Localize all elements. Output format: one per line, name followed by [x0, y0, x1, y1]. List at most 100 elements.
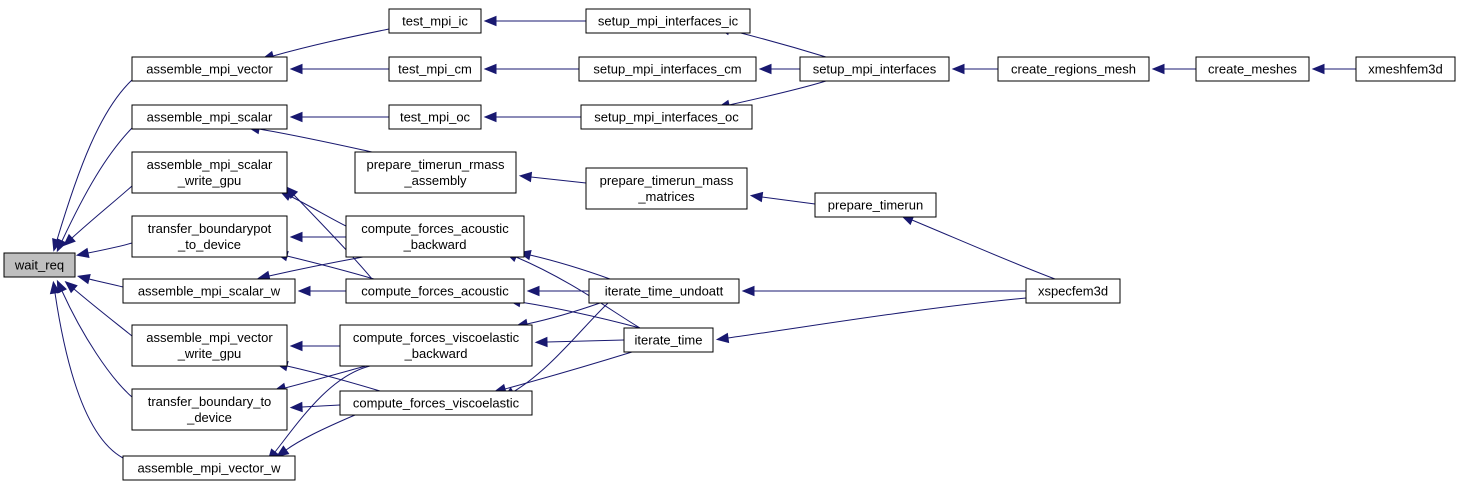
edges-layer — [49, 15, 1356, 462]
node-label: _write_gpu — [177, 346, 242, 361]
node-label: xmeshfem3d — [1368, 62, 1442, 77]
arrowhead — [62, 233, 76, 247]
node-label: iterate_time — [635, 333, 703, 348]
arrowhead — [518, 171, 533, 183]
node-label: setup_mpi_interfaces_oc — [594, 110, 739, 125]
node-box — [585, 167, 748, 210]
node-assemble-mpi-vector-write-gpu[interactable]: assemble_mpi_vector_write_gpu — [131, 324, 288, 367]
nodes-layer: wait_req assemble_mpi_vector assemble_mpi_… — [3, 8, 1456, 481]
node-box — [354, 151, 517, 194]
node-test-mpi-cm[interactable]: test_mpi_cm — [388, 56, 482, 82]
arrowhead — [64, 281, 78, 294]
arrowhead — [75, 247, 90, 259]
node-compute-forces-viscoelastic-backward[interactable]: compute_forces_viscoelastic_backward — [339, 324, 533, 367]
node-iterate-time[interactable]: iterate_time — [623, 327, 714, 353]
node-box — [131, 324, 288, 367]
node-assemble-mpi-scalar[interactable]: assemble_mpi_scalar — [131, 104, 288, 130]
node-label: prepare_timerun_rmass — [366, 157, 505, 172]
node-box — [585, 8, 751, 34]
edge-transfer_boundary_to_device-to-wait_req — [56, 279, 133, 398]
edge-assemble_mpi_vector_w-to-wait_req — [49, 280, 124, 459]
node-prepare-timerun-mass-matrices[interactable]: prepare_timerun_mass_matrices — [585, 167, 748, 210]
node-label: compute_forces_acoustic — [361, 221, 509, 236]
node-label: compute_forces_viscoelastic — [353, 396, 520, 411]
edge-compute_forces_acoustic_backward-to-assemble_mpi_scalar_w — [257, 256, 364, 282]
node-label: assemble_mpi_scalar_w — [138, 284, 281, 299]
node-setup-mpi-interfaces-cm[interactable]: setup_mpi_interfaces_cm — [578, 56, 757, 82]
arrowhead — [483, 15, 497, 27]
node-box — [345, 215, 525, 258]
node-setup-mpi-interfaces-ic[interactable]: setup_mpi_interfaces_ic — [585, 8, 751, 34]
node-box — [339, 390, 533, 416]
arrowhead — [483, 63, 497, 75]
node-label: _backward — [403, 237, 467, 252]
arrowhead — [289, 340, 303, 352]
node-box — [339, 324, 533, 367]
node-assemble-mpi-vector-w[interactable]: assemble_mpi_vector_w — [122, 455, 296, 481]
node-box — [131, 104, 288, 130]
edge-test_mpi_oc-to-assemble_mpi_scalar — [289, 111, 389, 123]
edge-xspecfem3d-to-iterate_time — [715, 297, 1027, 344]
node-create-meshes[interactable]: create_meshes — [1195, 56, 1310, 82]
edge-xspecfem3d-to-iterate_time_undoatt — [741, 285, 1026, 297]
node-label: assemble_mpi_vector_w — [137, 461, 281, 476]
arrowhead — [289, 401, 303, 413]
node-box — [578, 56, 757, 82]
edge-assemble_mpi_scalar_w-to-wait_req — [77, 273, 124, 288]
node-label: test_mpi_ic — [402, 14, 468, 29]
node-box — [799, 56, 950, 82]
arrowhead — [289, 231, 303, 243]
edge-compute_forces_viscoelastic-to-assemble_mpi_vector_w — [275, 414, 356, 458]
node-prepare-timerun[interactable]: prepare_timerun — [814, 192, 937, 218]
edge-setup_mpi_interfaces_ic-to-test_mpi_ic — [483, 15, 586, 27]
node-label: test_mpi_cm — [398, 62, 472, 77]
node-label: wait_req — [14, 258, 64, 273]
edge-assemble_mpi_scalar-to-wait_req — [56, 127, 133, 253]
node-iterate-time-undoatt[interactable]: iterate_time_undoatt — [588, 278, 740, 304]
node-label: test_mpi_oc — [400, 110, 471, 125]
node-prepare-timerun-rmass-assembly[interactable]: prepare_timerun_rmass_assembly — [354, 151, 517, 194]
node-box — [131, 151, 288, 194]
edge-assemble_mpi_vector-to-wait_req — [52, 79, 133, 252]
node-wait-req[interactable]: wait_req — [3, 252, 76, 278]
arrowhead — [749, 191, 764, 203]
node-xmeshfem3d[interactable]: xmeshfem3d — [1355, 56, 1456, 82]
edge-transfer_boundarypot_to_device-to-wait_req — [75, 242, 133, 259]
node-label: transfer_boundarypot — [148, 221, 272, 236]
edge-iterate_time_undoatt-to-compute_forces_acoustic — [526, 285, 589, 297]
node-transfer-boundary-to-device[interactable]: transfer_boundary_to_device — [131, 388, 288, 431]
edge-compute_forces_acoustic-to-assemble_mpi_scalar_write_gpu — [285, 186, 373, 280]
arrowhead — [1151, 63, 1165, 75]
arrowhead — [951, 63, 965, 75]
node-box — [122, 278, 296, 304]
edge-test_mpi_cm-to-assemble_mpi_vector — [289, 63, 389, 75]
node-transfer-boundarypot-to-device[interactable]: transfer_boundarypot_to_device — [131, 215, 288, 258]
edge-compute_forces_acoustic-to-assemble_mpi_scalar_w — [297, 285, 346, 297]
node-setup-mpi-interfaces-oc[interactable]: setup_mpi_interfaces_oc — [580, 104, 753, 130]
node-compute-forces-acoustic[interactable]: compute_forces_acoustic — [345, 278, 525, 304]
node-label: setup_mpi_interfaces — [813, 62, 937, 77]
edge-prepare_timerun_mass_matrices-to-prepare_timerun_rmass_assembly — [518, 171, 587, 184]
node-create-regions-mesh[interactable]: create_regions_mesh — [997, 56, 1150, 82]
node-assemble-mpi-scalar-w[interactable]: assemble_mpi_scalar_w — [122, 278, 296, 304]
node-setup-mpi-interfaces[interactable]: setup_mpi_interfaces — [799, 56, 950, 82]
node-compute-forces-acoustic-backward[interactable]: compute_forces_acoustic_backward — [345, 215, 525, 258]
node-compute-forces-viscoelastic[interactable]: compute_forces_viscoelastic — [339, 390, 533, 416]
node-test-mpi-oc[interactable]: test_mpi_oc — [388, 104, 482, 130]
node-box — [814, 192, 937, 218]
node-assemble-mpi-vector[interactable]: assemble_mpi_vector — [131, 56, 288, 82]
arrowhead — [715, 332, 730, 344]
node-box — [131, 56, 288, 82]
node-xspecfem3d[interactable]: xspecfem3d — [1025, 278, 1121, 304]
node-test-mpi-ic[interactable]: test_mpi_ic — [388, 8, 482, 34]
node-box — [388, 8, 482, 34]
edge-test_mpi_ic-to-assemble_mpi_vector — [261, 28, 390, 61]
node-box — [388, 56, 482, 82]
node-assemble-mpi-scalar-write-gpu[interactable]: assemble_mpi_scalar_write_gpu — [131, 151, 288, 194]
node-label: compute_forces_acoustic — [361, 284, 509, 299]
node-label: setup_mpi_interfaces_cm — [593, 62, 741, 77]
node-box — [997, 56, 1150, 82]
arrowhead — [56, 279, 67, 294]
node-label: _assembly — [403, 173, 467, 188]
arrowhead — [285, 186, 299, 199]
